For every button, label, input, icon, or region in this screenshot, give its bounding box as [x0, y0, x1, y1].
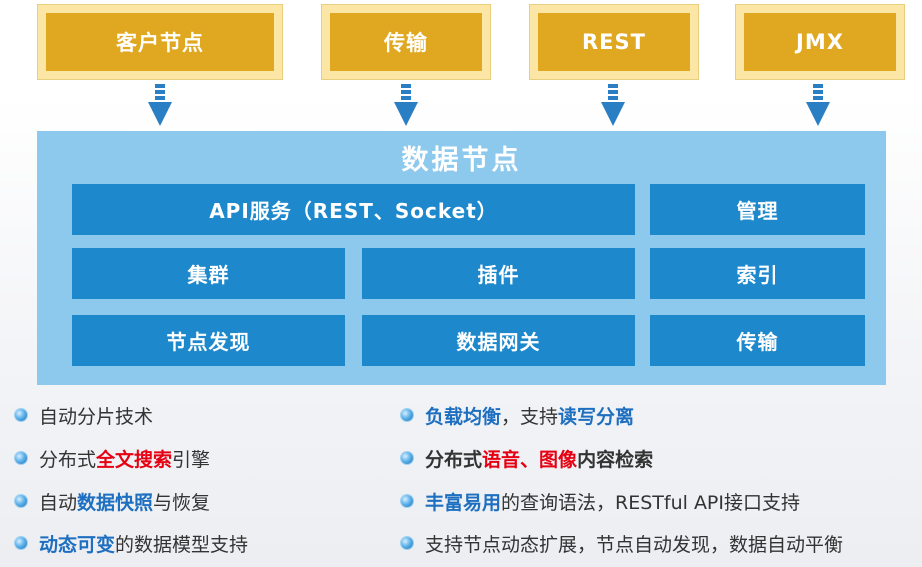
bullet-dot-icon — [15, 537, 27, 549]
source-transport: 传输 — [321, 4, 491, 80]
feature-right-4: 支持节点动态扩展，节点自动发现，数据自动平衡 — [401, 529, 843, 557]
feature-highlight: 全文搜索 — [96, 448, 173, 471]
feature-text-post: 内容检索 — [577, 448, 654, 471]
source-client-node-label: 客户节点 — [46, 13, 274, 71]
down-arrow-icon — [148, 84, 172, 126]
feature-text-pre: 分布式 — [39, 448, 97, 471]
feature-text: 支持节点动态扩展，节点自动发现，数据自动平衡 — [425, 533, 844, 556]
data-node-container: 数据节点 API服务（REST、Socket） 管理 集群 插件 索引 节点发现… — [37, 131, 886, 385]
source-jmx-label: JMX — [744, 13, 896, 71]
feature-left-3: 自动数据快照与恢复 — [15, 487, 210, 515]
source-transport-label: 传输 — [330, 13, 482, 71]
discovery-block: 节点发现 — [72, 315, 345, 366]
feature-text-post: 引擎 — [172, 448, 211, 471]
down-arrow-icon — [394, 84, 418, 126]
feature-right-3: 丰富易用的查询语法，RESTful API接口支持 — [401, 487, 800, 515]
plugin-block: 插件 — [362, 248, 635, 299]
down-arrow-icon — [601, 84, 625, 126]
gateway-block: 数据网关 — [362, 315, 635, 366]
feature-text-pre: 分布式 — [425, 448, 483, 471]
bullet-dot-icon — [15, 452, 27, 464]
feature-highlight: 丰富易用 — [425, 491, 502, 514]
feature-text: 自动分片技术 — [39, 405, 154, 428]
bullet-dot-icon — [15, 409, 27, 421]
cluster-block: 集群 — [72, 248, 345, 299]
bullet-dot-icon — [401, 495, 413, 507]
bullet-dot-icon — [401, 452, 413, 464]
feature-highlight: 动态可变 — [39, 533, 116, 556]
feature-right-1: 负载均衡，支持读写分离 — [401, 401, 634, 429]
feature-highlight: 语音 — [482, 448, 521, 471]
feature-highlight-2: 图像 — [539, 448, 578, 471]
api-service-block: API服务（REST、Socket） — [72, 184, 635, 235]
bullet-dot-icon — [401, 537, 413, 549]
down-arrow-icon — [806, 84, 830, 126]
feature-highlight-2: 读写分离 — [558, 405, 635, 428]
index-block: 索引 — [650, 248, 865, 299]
feature-text-mid: ，支持 — [501, 405, 559, 428]
feature-text-post: 的数据模型支持 — [115, 533, 249, 556]
data-node-title: 数据节点 — [401, 145, 522, 176]
feature-left-1: 自动分片技术 — [15, 401, 153, 429]
transport-block: 传输 — [650, 315, 865, 366]
feature-highlight: 数据快照 — [77, 491, 154, 514]
feature-text-post: 的查询语法，RESTful API接口支持 — [501, 491, 800, 514]
feature-left-2: 分布式全文搜索引擎 — [15, 444, 210, 472]
bullet-dot-icon — [401, 409, 413, 421]
feature-text-post: 与恢复 — [153, 491, 211, 514]
feature-left-4: 动态可变的数据模型支持 — [15, 529, 248, 557]
bullet-dot-icon — [15, 495, 27, 507]
source-client-node: 客户节点 — [37, 4, 283, 80]
feature-text-pre: 自动 — [39, 491, 78, 514]
manage-block: 管理 — [650, 184, 865, 235]
source-rest: REST — [529, 4, 699, 80]
source-jmx: JMX — [735, 4, 905, 80]
feature-text-mid: 、 — [520, 448, 540, 471]
source-rest-label: REST — [538, 13, 690, 71]
feature-right-2: 分布式语音、图像内容检索 — [401, 444, 653, 472]
feature-highlight: 负载均衡 — [425, 405, 502, 428]
